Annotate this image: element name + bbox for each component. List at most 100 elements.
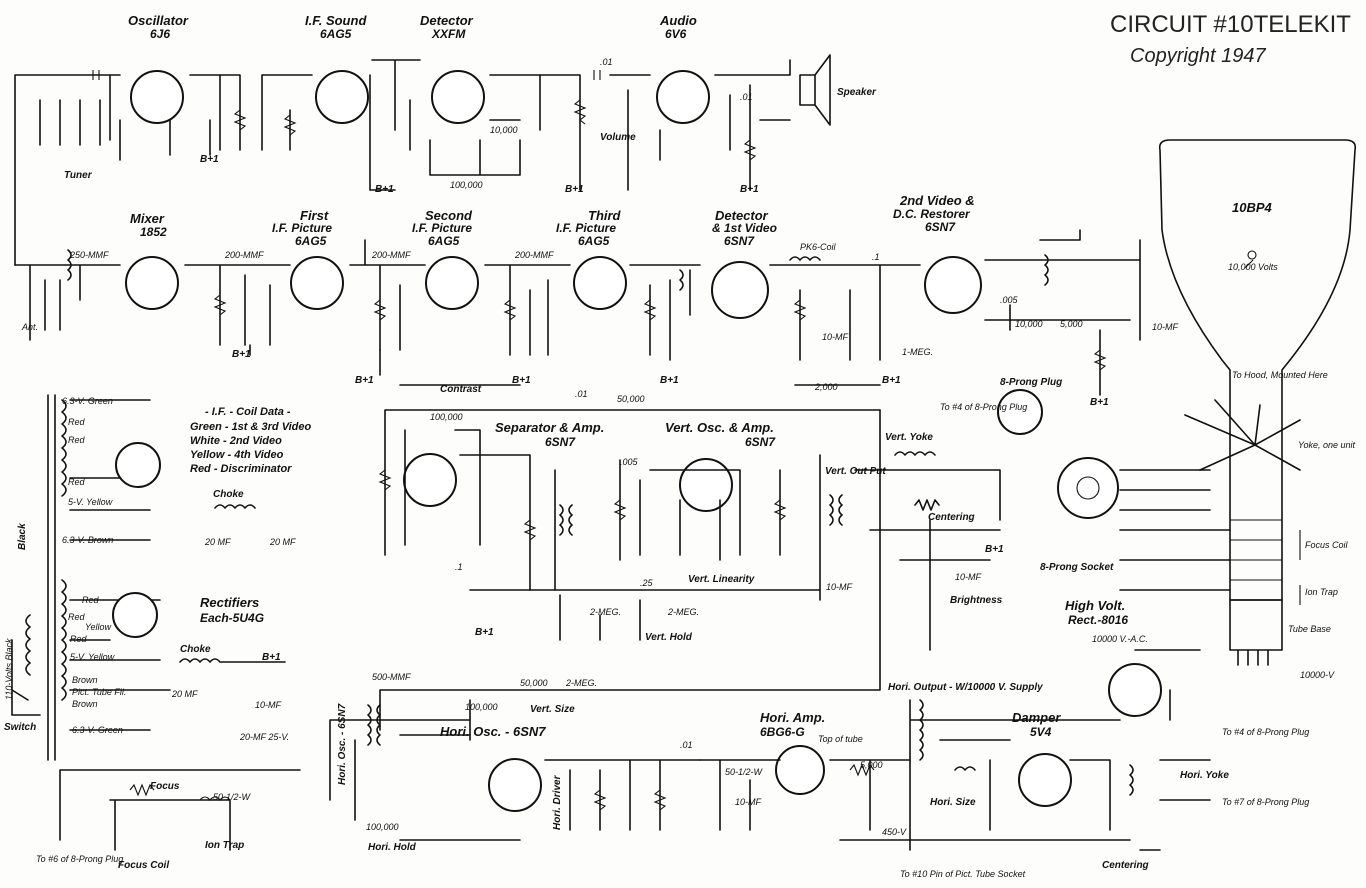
- damper-tube-symbol: [1018, 753, 1072, 807]
- eight-prong-plug-label: 8-Prong Plug: [1000, 377, 1062, 388]
- first-if-tube-symbol: [290, 256, 344, 310]
- line-voltage-label: 110-Volts Black: [4, 638, 14, 700]
- centering-bottom-label: Centering: [1102, 860, 1149, 871]
- hori-driver-label: Hori. Driver: [552, 774, 563, 830]
- first-if-label1: First: [300, 208, 329, 223]
- bottom-wiring: [329, 649, 1211, 851]
- detector-video-label2: & 1st Video: [712, 221, 777, 235]
- focus-w50: 50-1/2-W: [213, 792, 252, 802]
- high-volt-tube: Rect.-8016: [1068, 613, 1128, 627]
- third-if-bplus: B+1: [660, 375, 679, 386]
- to-6-plug-label: To #6 of 8-Prong Plug: [36, 854, 123, 864]
- hori-osc-label: Hori. Osc. - 6SN7: [440, 724, 546, 739]
- ion-trap-right-label: Ion Trap: [1305, 587, 1338, 597]
- to-1-plug-label: To #4 of 8-Prong Plug: [940, 402, 1027, 412]
- second-video-label1: 2nd Video &: [899, 193, 975, 208]
- speaker-label: Speaker: [837, 87, 877, 98]
- restorer-r5000: 5,000: [1060, 319, 1083, 329]
- high-volt-label: High Volt.: [1065, 598, 1125, 613]
- third-if-label2: I.F. Picture: [556, 221, 616, 235]
- rectifiers-tube: Each-5U4G: [200, 611, 264, 625]
- choke-c20-a: 20 MF: [204, 537, 231, 547]
- if-sound-tube-symbol: [315, 70, 369, 124]
- second-if-c200: 200-MMF: [371, 250, 411, 260]
- first-if-c200: 200-MMF: [224, 250, 264, 260]
- rectifier-c20-25v: 20-MF 25-V.: [239, 732, 289, 742]
- audio-tube: 6V6: [665, 27, 687, 41]
- ten-kv-label: 10000-V: [1300, 670, 1335, 680]
- oscillator-tube: 6J6: [150, 27, 170, 41]
- ten-kv-ac-label: 10000 V.-A.C.: [1092, 634, 1148, 644]
- yoke-assembly: [997, 389, 1301, 605]
- hori-amp-r5000: 5,000: [860, 760, 883, 770]
- bottom-components: [367, 699, 1134, 811]
- detector-label: Detector: [420, 13, 474, 28]
- tap-13: Pict. Tube Fil.: [72, 687, 126, 697]
- hori-amp-w50: 50-1/2-W: [725, 767, 764, 777]
- tap-12: Brown: [72, 675, 98, 685]
- if-coil-row-4: Red - Discriminator: [190, 463, 292, 475]
- high-volt-tube-symbol: [1108, 663, 1162, 717]
- tap-10: Red: [70, 634, 88, 644]
- brightness-c10mf: 10-MF: [955, 572, 982, 582]
- audio-bplus: B+1: [740, 184, 759, 195]
- second-if-tube: 6AG5: [428, 234, 460, 248]
- middle-wiring: [379, 409, 1001, 731]
- sep-r150000: 100,000: [430, 412, 463, 422]
- tap-6: 6.3-V. Brown: [62, 535, 113, 545]
- volume-label: Volume: [600, 132, 636, 143]
- hori-yoke-label: Hori. Yoke: [1180, 770, 1229, 781]
- detector-bplus: B+1: [565, 184, 584, 195]
- choke-label-bottom: Choke: [180, 644, 211, 655]
- hori-size-label: Hori. Size: [930, 797, 976, 808]
- sep-c1: .1: [455, 562, 463, 572]
- restorer-r10000: 10,000: [1015, 319, 1043, 329]
- second-video-tube: 6SN7: [925, 220, 956, 234]
- brightness-label: Brightness: [950, 595, 1003, 606]
- vert-osc-label: Vert. Osc. & Amp.: [665, 420, 774, 435]
- hori-amp-tube: 6BG6-G: [760, 725, 805, 739]
- rectifier-c20-b: 10-MF: [255, 700, 282, 710]
- hori-hold-r100000: 100,000: [366, 822, 399, 832]
- if-sound-label: I.F. Sound: [305, 13, 367, 28]
- first-if-bplus: B+1: [355, 375, 374, 386]
- vert-c25: .25: [640, 578, 654, 588]
- oscillator-tube-symbol: [130, 70, 184, 124]
- sep-r50000: 50,000: [617, 394, 645, 404]
- detector-video-tube: 6SN7: [724, 234, 755, 248]
- to-7-plug-bottom: To #7 of 8-Prong Plug: [1222, 797, 1309, 807]
- switch-label: Switch: [4, 722, 36, 733]
- tube-base-label: Tube Base: [1288, 624, 1331, 634]
- vert-2meg-b: 2-MEG.: [667, 607, 699, 617]
- tap-9: Yellow: [85, 622, 112, 632]
- detector-r10k: 10,000: [490, 125, 518, 135]
- hori-osc-side-label: Hori. Osc. - 6SN7: [337, 703, 348, 785]
- tap-7: Red: [82, 595, 100, 605]
- if-coil-row-3: Yellow - 4th Video: [190, 449, 284, 461]
- ion-trap-label: Ion Trap: [205, 840, 244, 851]
- video-c10mf: 10-MF: [822, 332, 849, 342]
- hori-amp-c10mf: 10-MF: [735, 797, 762, 807]
- second-row-wiring: [14, 229, 1141, 396]
- tap-4: Red: [68, 477, 86, 487]
- focus-coil-right-label: Focus Coil: [1305, 540, 1349, 550]
- sep-c01: .01: [575, 389, 588, 399]
- tap-2: Red: [68, 417, 86, 427]
- vert-c10mf: 10-MF: [826, 582, 853, 592]
- third-if-tube-symbol: [573, 256, 627, 310]
- audio-c01b: .01: [740, 92, 753, 102]
- restorer-bplus: B+1: [1090, 397, 1109, 408]
- first-if-label2: I.F. Picture: [272, 221, 332, 235]
- separator-tube: 6SN7: [545, 435, 576, 449]
- restorer-c10mf: 10-MF: [1152, 322, 1179, 332]
- second-video-label2: D.C. Restorer: [893, 207, 971, 221]
- hori-osc-tube-symbol: [488, 758, 542, 812]
- video-bplus: B+1: [882, 375, 901, 386]
- hori-hold-label: Hori. Hold: [368, 842, 417, 853]
- second-if-tube-symbol: [425, 256, 479, 310]
- detector-tube-symbol: [431, 70, 485, 124]
- title-line2: Copyright 1947: [1130, 45, 1267, 67]
- yoke-unit-label: Yoke, one unit: [1298, 440, 1356, 450]
- focus-network: [59, 769, 301, 851]
- top-of-tube-label: Top of tube: [818, 734, 863, 744]
